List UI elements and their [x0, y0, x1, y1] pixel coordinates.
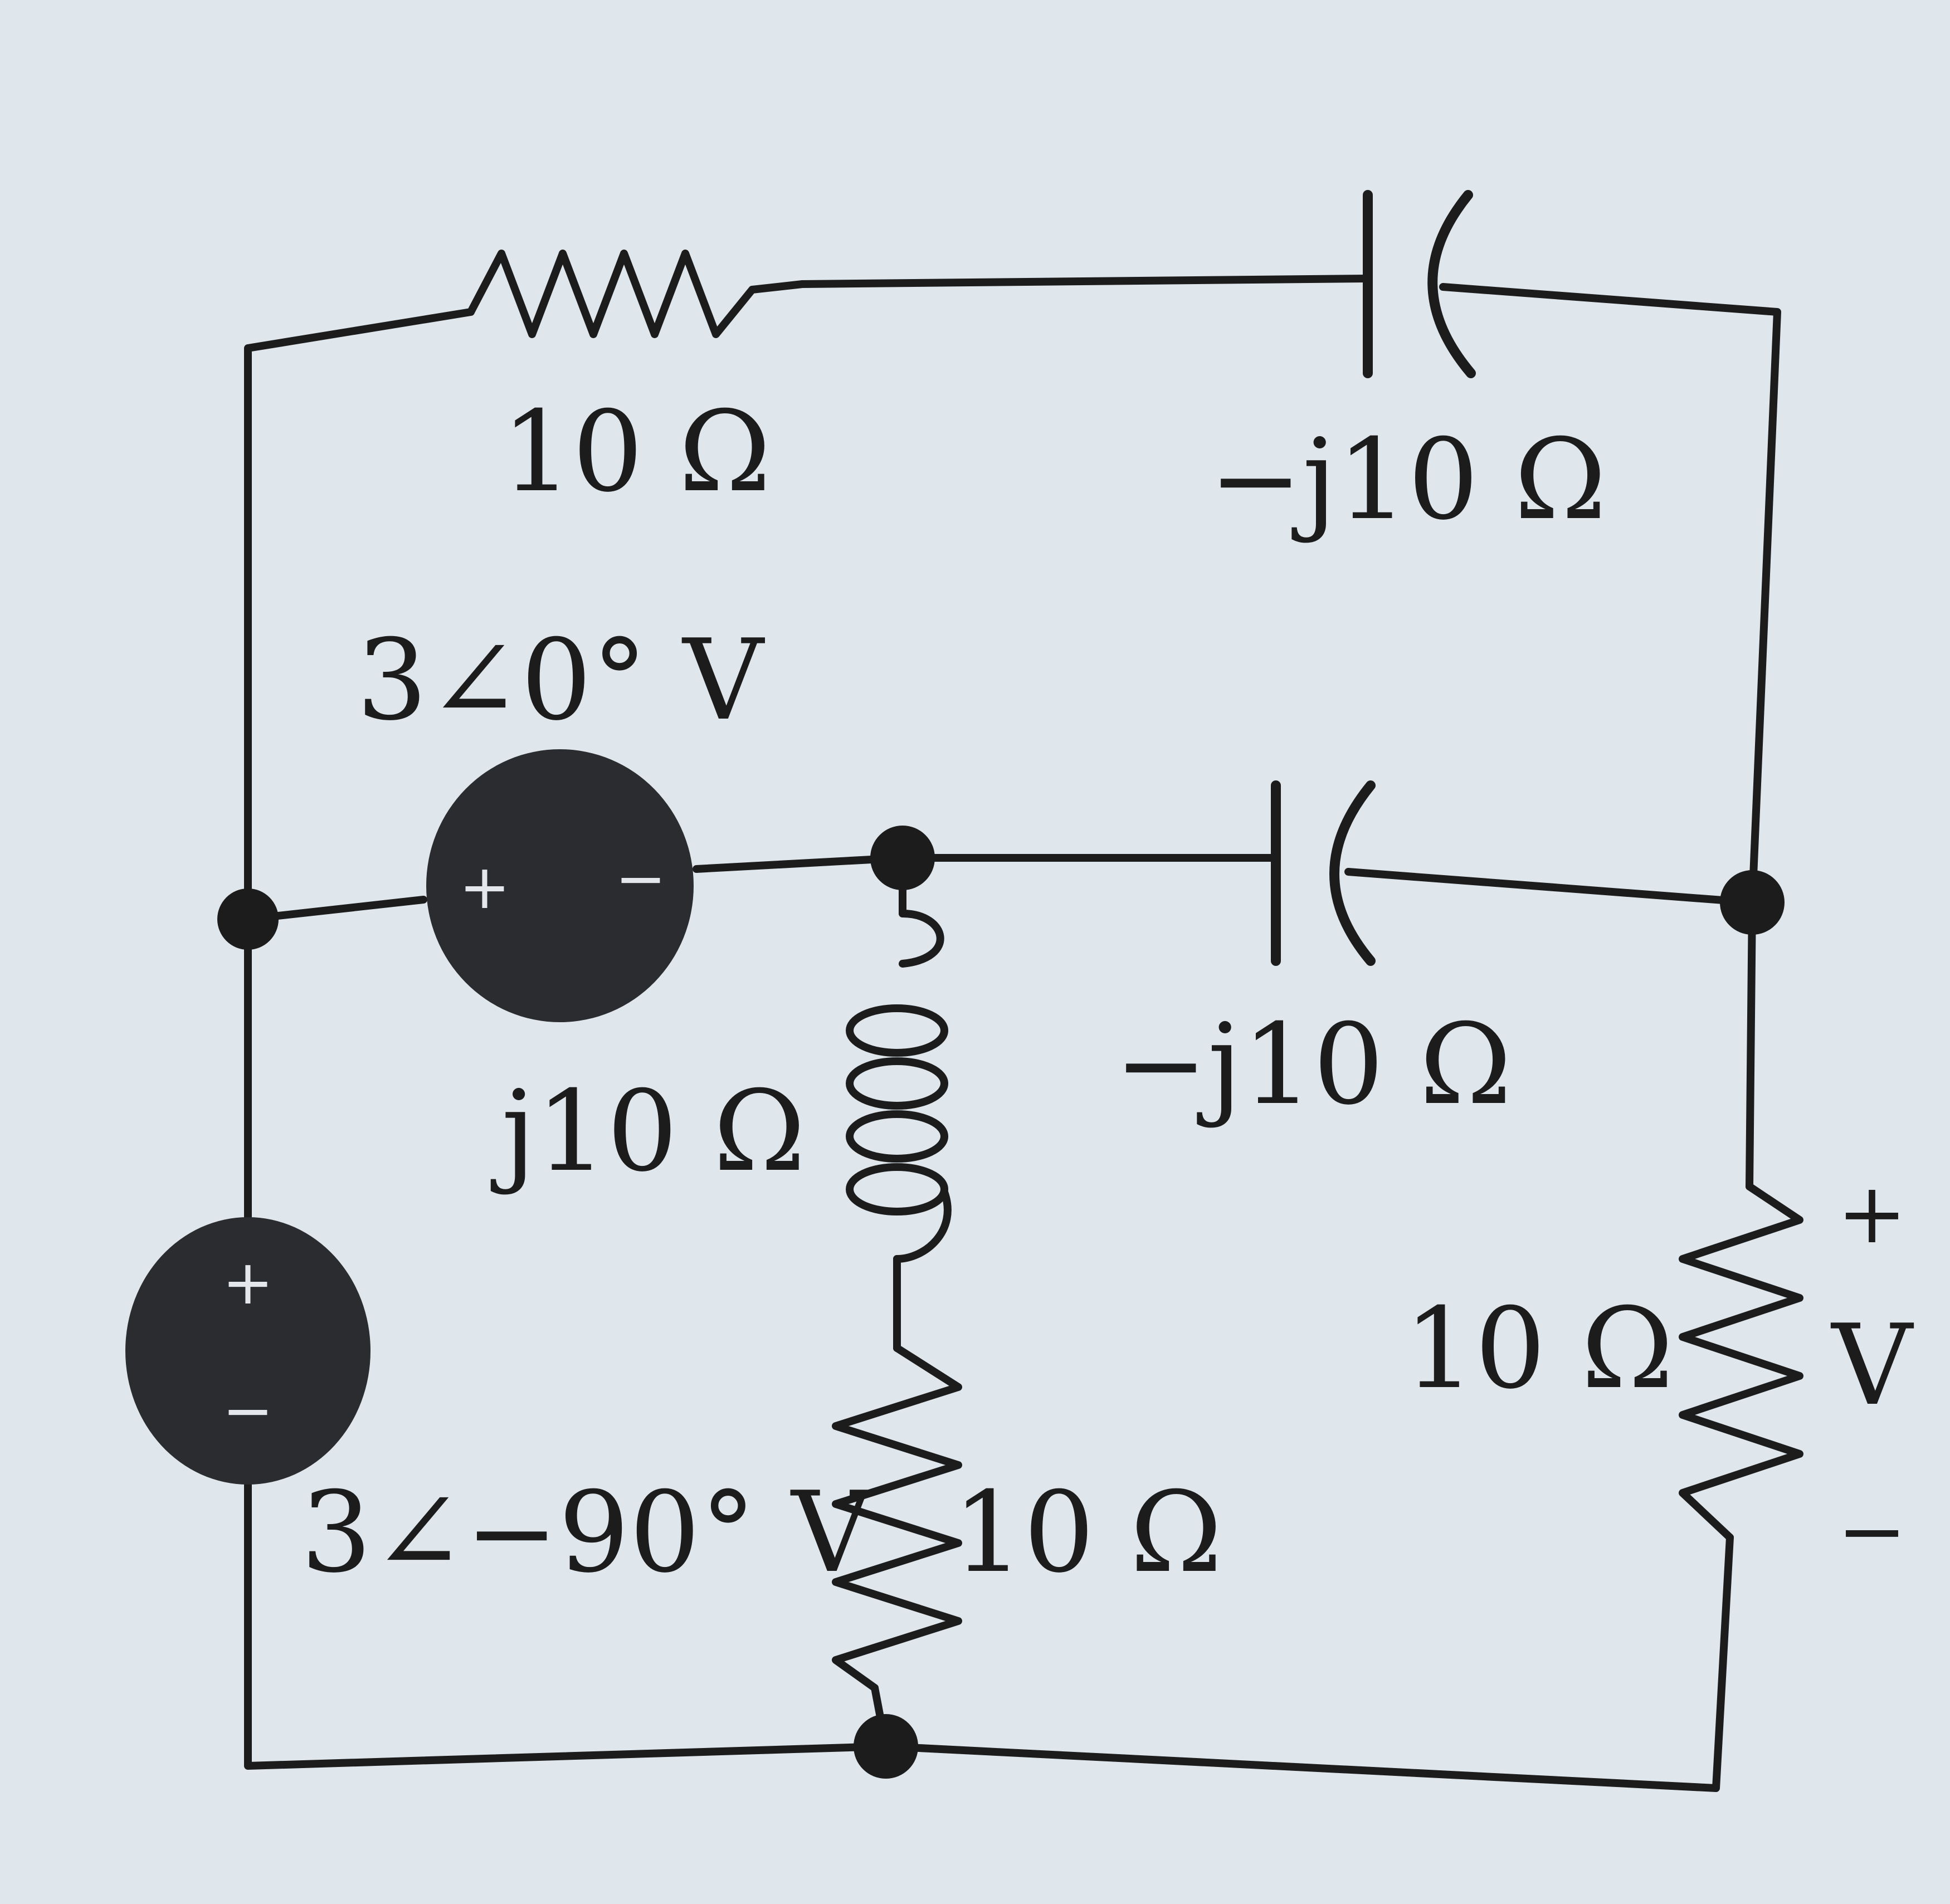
- top-resistor-symbol: [467, 250, 806, 338]
- output-voltage-plus: +: [1837, 1165, 1907, 1262]
- source-1: + −: [426, 749, 694, 1022]
- source-2: + −: [125, 1217, 370, 1485]
- right-resistor-symbol: [1679, 1183, 1803, 1541]
- node-left: [217, 888, 279, 950]
- nodes: [217, 826, 1785, 1779]
- source-2-plus: +: [222, 1247, 274, 1318]
- source-2-label: 3∠−90° V: [301, 1468, 874, 1598]
- inductor-label: j10 Ω: [490, 1067, 806, 1197]
- wire-source2-to-bottom: [244, 1481, 890, 1770]
- output-voltage-minus: −: [1837, 1483, 1907, 1580]
- wire-source1-to-center-node: [693, 854, 906, 873]
- source-1-plus: +: [459, 851, 510, 922]
- source-2-body: [125, 1217, 370, 1485]
- source-2-minus: −: [222, 1375, 274, 1446]
- mid-capacitor-label: −j10 Ω: [1114, 1000, 1512, 1130]
- wire-top-middle: [798, 275, 1372, 288]
- center-resistor-symbol: [832, 1344, 962, 1692]
- wire-bottom-right: [882, 1534, 1734, 1792]
- wire-right-to-resistor: [1746, 899, 1756, 1190]
- top-resistor-label: 10 Ω: [501, 387, 771, 517]
- source-1-label: 3∠0° V: [357, 616, 766, 745]
- node-bottom: [854, 1714, 918, 1779]
- right-resistor-label: 10 Ω: [1404, 1284, 1674, 1414]
- source-1-body: [426, 749, 694, 1022]
- wire-top-right: [1439, 283, 1781, 906]
- mid-capacitor-symbol: [1271, 780, 1376, 966]
- node-center: [870, 826, 935, 890]
- wire-left-upper: [244, 308, 475, 923]
- source-1-minus: −: [615, 843, 666, 914]
- center-resistor-label: 10 Ω: [953, 1468, 1222, 1598]
- inductor-symbol: [846, 910, 952, 1263]
- wire-mid-cap-to-right-node: [1344, 868, 1756, 906]
- top-capacitor-symbol: [1363, 190, 1476, 378]
- node-right: [1720, 870, 1785, 935]
- top-capacitor-label: −j10 Ω: [1209, 415, 1606, 545]
- output-voltage-label: V: [1831, 1301, 1914, 1431]
